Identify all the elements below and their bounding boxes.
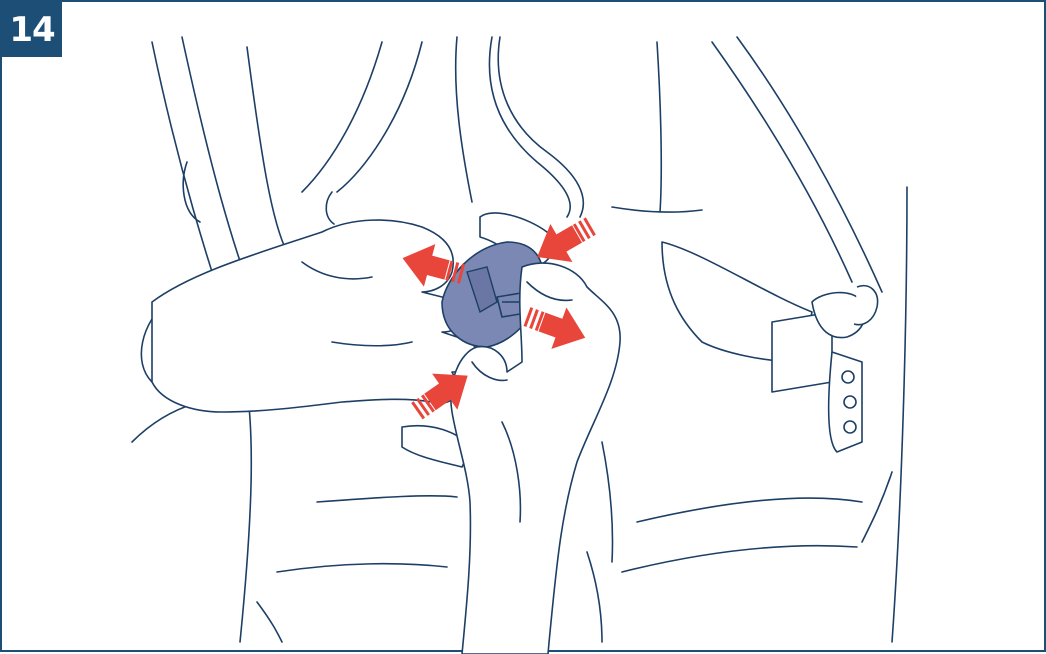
step-number-badge: 14 xyxy=(2,2,62,57)
right-strap xyxy=(662,242,878,452)
